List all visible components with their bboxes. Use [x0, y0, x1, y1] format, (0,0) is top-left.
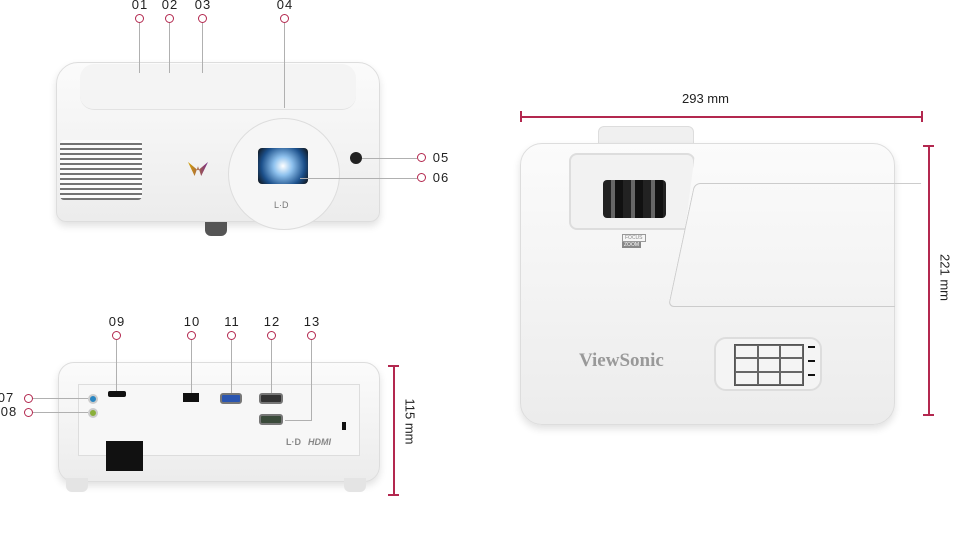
dimension-cap — [388, 494, 399, 496]
hdmi-logo: HDMI — [308, 437, 331, 447]
focus-label: FOCUS — [622, 234, 646, 242]
callout-marker — [280, 14, 289, 23]
callout-marker — [417, 153, 426, 162]
callout-10: 10 — [183, 314, 201, 329]
callout-11: 11 — [224, 314, 240, 329]
top-cover-panel — [668, 183, 922, 307]
keypad-button[interactable] — [757, 345, 781, 359]
vga-in-port — [220, 393, 242, 404]
leader-line — [311, 340, 312, 420]
callout-marker — [267, 331, 276, 340]
leader-line — [271, 340, 272, 393]
dimension-cap — [923, 145, 934, 147]
keypad-button[interactable] — [757, 358, 781, 372]
leader-line — [116, 340, 117, 391]
callout-03: 03 — [194, 0, 212, 12]
callout-marker — [187, 331, 196, 340]
vent-grille — [60, 140, 142, 200]
width-dimension-line — [520, 116, 922, 118]
leader-line — [284, 23, 285, 108]
leader-line — [191, 340, 192, 393]
dimension-cap — [923, 414, 934, 416]
leader-line — [139, 23, 140, 73]
lens-barrel — [603, 180, 666, 218]
callout-04: 04 — [276, 0, 294, 12]
zoom-label: ZOOM — [622, 242, 641, 248]
depth-dimension-label: 221 mm — [937, 254, 953, 301]
callout-09: 09 — [108, 314, 126, 329]
height-dimension-line — [393, 365, 395, 495]
leader-line — [33, 398, 88, 399]
callout-marker — [417, 173, 426, 182]
leader-line — [285, 420, 312, 421]
power-socket — [106, 441, 143, 471]
width-dimension-label: 293 mm — [682, 91, 729, 106]
keypad-button[interactable] — [780, 371, 803, 385]
callout-02: 02 — [161, 0, 179, 12]
callout-06: 06 — [432, 170, 450, 185]
dimension-cap — [388, 365, 399, 367]
dimension-cap — [520, 111, 522, 122]
callout-08: 08 — [0, 404, 18, 419]
vga-out-port — [259, 393, 283, 404]
callout-07: 07 — [0, 390, 15, 405]
control-keypad — [714, 337, 822, 391]
callout-12: 12 — [263, 314, 281, 329]
leader-line — [169, 23, 170, 73]
foot-right — [344, 478, 366, 492]
adjuster-foot — [205, 222, 227, 236]
callout-13: 13 — [303, 314, 321, 329]
callout-marker — [112, 331, 121, 340]
top-panel — [80, 64, 356, 110]
audio-in-port — [88, 394, 98, 404]
leader-line — [362, 158, 417, 159]
callout-marker — [198, 14, 207, 23]
lens — [258, 148, 308, 184]
keypad-button[interactable] — [780, 345, 803, 359]
depth-dimension-line — [928, 145, 930, 415]
callout-marker — [135, 14, 144, 23]
height-dimension-label: 115 mm — [402, 398, 418, 445]
status-led — [808, 346, 815, 348]
lens-logo: L·D — [274, 200, 289, 210]
audio-out-port — [88, 408, 98, 418]
keypad-button[interactable] — [780, 358, 803, 372]
leader-line — [300, 178, 417, 179]
status-led — [808, 374, 815, 376]
kensington-lock — [342, 422, 346, 430]
usb-port — [183, 393, 199, 402]
leader-line — [202, 23, 203, 73]
hdmi-port — [108, 391, 126, 397]
callout-marker — [307, 331, 316, 340]
status-led — [808, 360, 815, 362]
keypad-button[interactable] — [735, 345, 758, 359]
ir-sensor — [350, 152, 362, 164]
callout-marker — [227, 331, 236, 340]
rear-ld-logo: L·D — [286, 437, 301, 447]
keypad-button[interactable] — [757, 371, 781, 385]
callout-05: 05 — [432, 150, 450, 165]
foot-left — [66, 478, 88, 492]
dimension-cap — [921, 111, 923, 122]
keypad-button[interactable] — [735, 358, 758, 372]
brand-logo: ViewSonic — [579, 350, 664, 371]
callout-01: 01 — [131, 0, 149, 12]
callout-marker — [24, 394, 33, 403]
keypad-button[interactable] — [735, 371, 758, 385]
leader-line — [231, 340, 232, 393]
rs232-port — [259, 414, 283, 425]
callout-marker — [165, 14, 174, 23]
leader-line — [33, 412, 88, 413]
callout-marker — [24, 408, 33, 417]
